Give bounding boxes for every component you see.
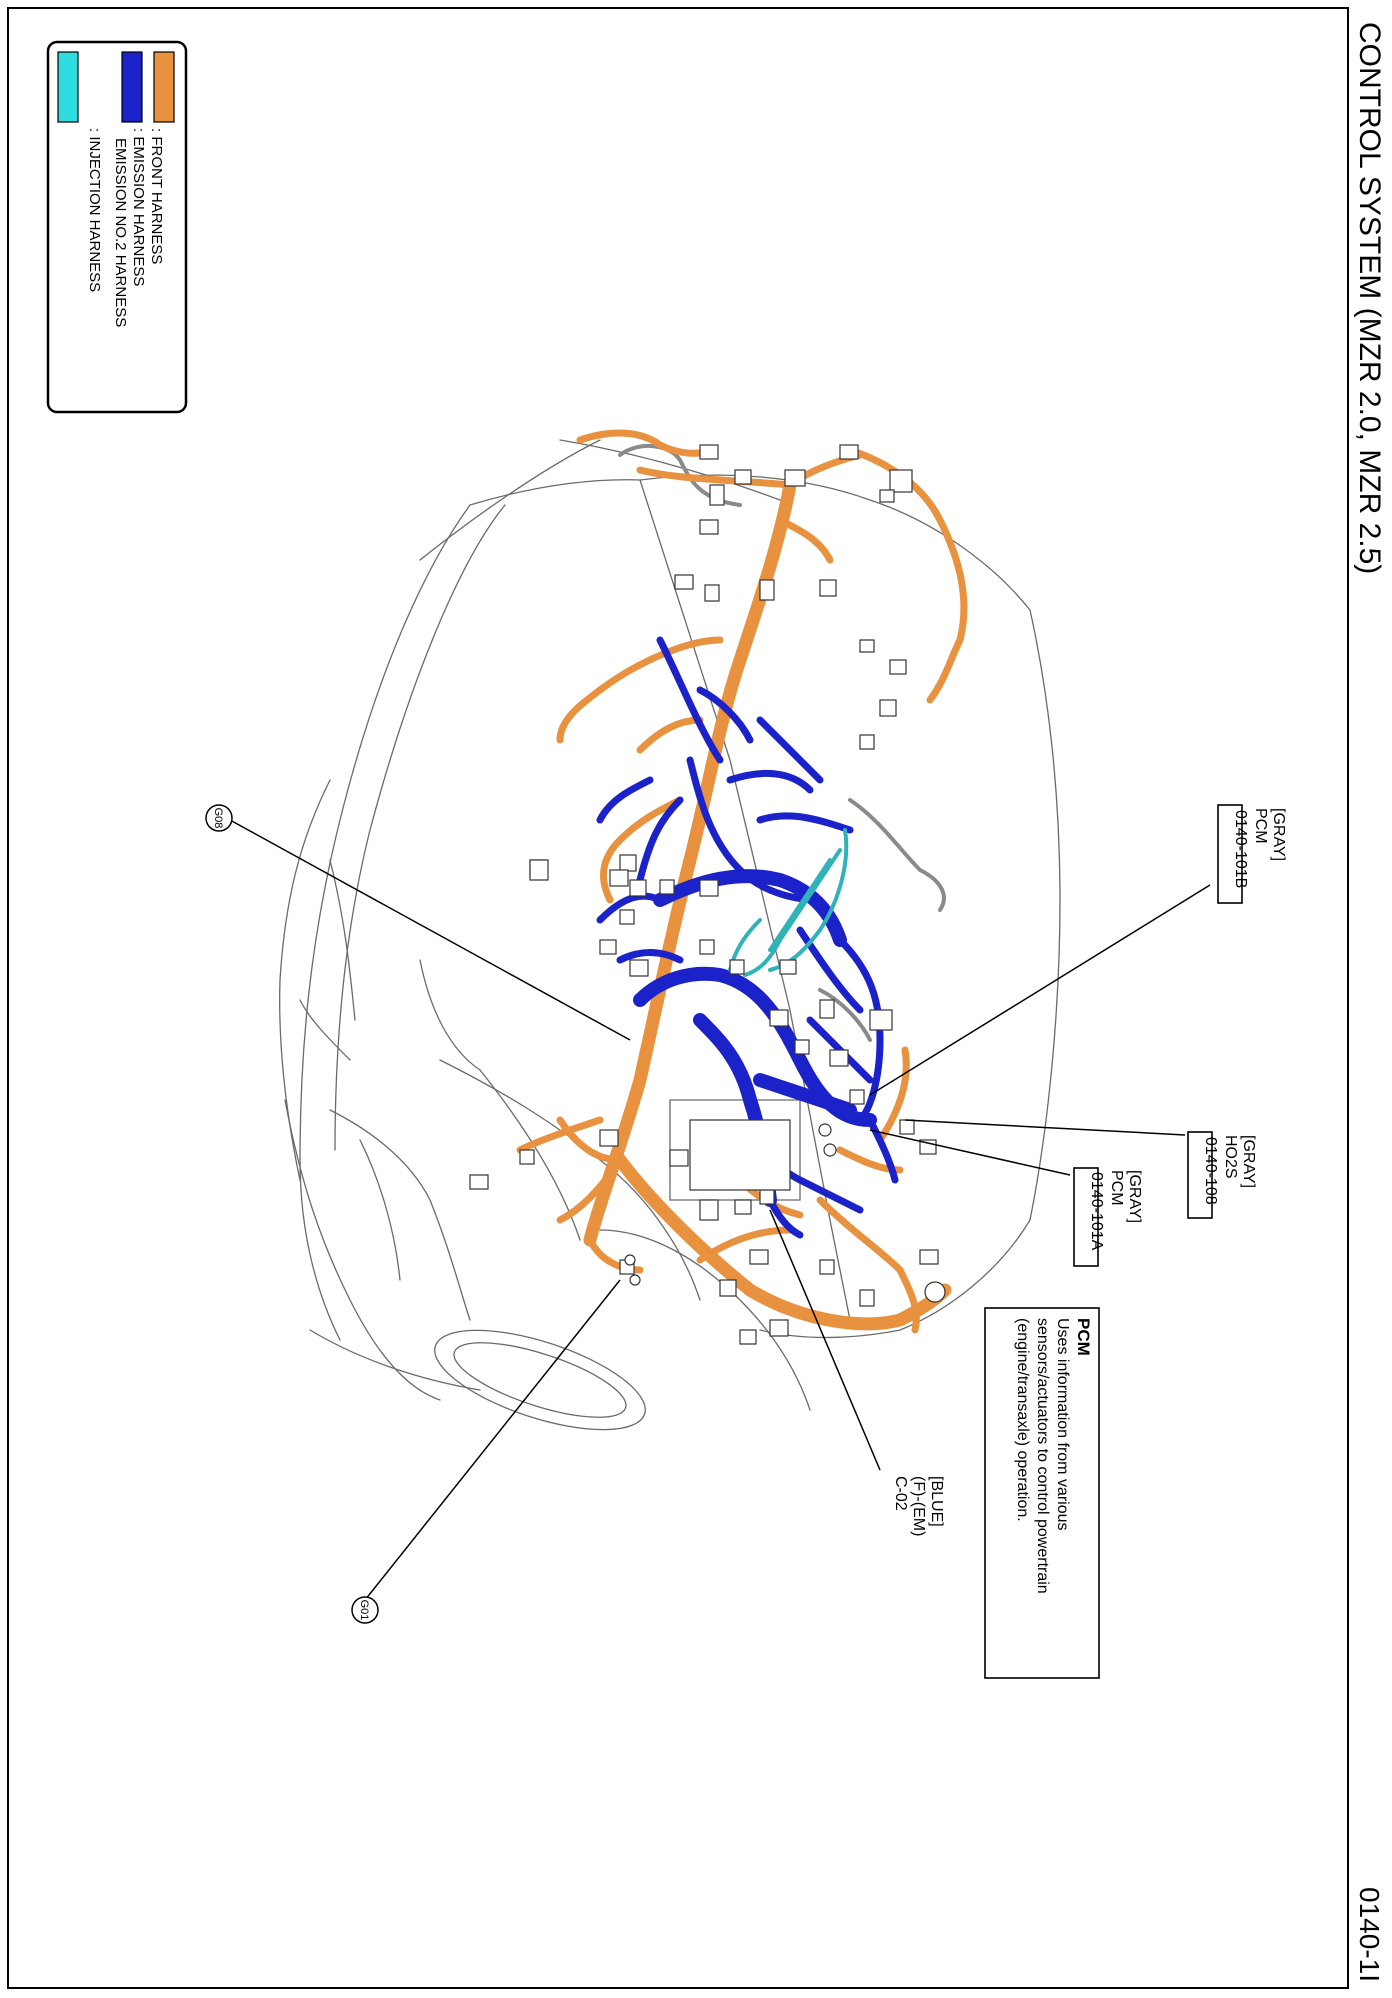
callout-ho2s: [GRAY] HO2S 0140-108 — [1187, 1131, 1257, 1219]
ho2s-color: [GRAY] — [1240, 1135, 1257, 1188]
pcm-b-name: PCM — [1252, 808, 1269, 844]
pcm-a-color: [GRAY] — [1126, 1170, 1143, 1223]
callout-pcm-a: [GRAY] PCM 0140-101A — [1073, 1167, 1143, 1267]
pcm-note-line-2: sensors/actuators to control powertrain — [1034, 1318, 1051, 1594]
legend: : FRONT HARNESS : EMISSION HARNESS EMISS… — [46, 40, 188, 414]
leader-g08 — [229, 819, 631, 1041]
callout-pcm-b: [GRAY] PCM 0140-101B — [1217, 804, 1287, 904]
leader-lines — [229, 819, 1211, 1601]
emission-harness — [596, 636, 899, 1239]
c02-name: (F)-(EM) — [910, 1476, 927, 1536]
callout-g01: G01 — [351, 1596, 379, 1624]
pcm-b-code: 0140-101B — [1232, 810, 1249, 888]
ho2s-name: HO2S — [1222, 1135, 1239, 1179]
page-number: 0140-1I — [1354, 1887, 1385, 1982]
legend-label-emission-no2: EMISSION NO.2 HARNESS — [112, 138, 129, 327]
legend-swatch-injection — [57, 51, 79, 123]
connectors — [469, 444, 946, 1345]
legend-label-emission: : EMISSION HARNESS — [130, 128, 147, 286]
legend-swatch-front — [153, 51, 175, 123]
ho2s-code: 0140-108 — [1202, 1137, 1219, 1205]
c02-color: [BLUE] — [928, 1476, 945, 1527]
leader-pcm-b — [869, 884, 1211, 1096]
callout-c02: [BLUE] (F)-(EM) C-02 — [892, 1476, 945, 1536]
pcm-note: PCM Uses information from various sensor… — [984, 1307, 1100, 1679]
g01-label: G01 — [358, 1600, 370, 1621]
c02-code: C-02 — [892, 1476, 909, 1511]
legend-label-front: : FRONT HARNESS — [148, 128, 165, 264]
pcm-a-name: PCM — [1108, 1170, 1125, 1206]
injection-harness — [728, 828, 849, 977]
pcm-note-title: PCM — [1074, 1318, 1093, 1356]
leader-g01 — [364, 1279, 621, 1601]
pcm-note-line-3: (engine/transaxle) operation. — [1014, 1318, 1031, 1522]
pcm-b-color: [GRAY] — [1270, 808, 1287, 861]
pcm-note-line-1: Uses information from various — [1054, 1318, 1071, 1531]
g08-label: G08 — [212, 808, 224, 829]
leader-c02 — [769, 1209, 881, 1471]
leader-ho2s — [904, 1119, 1186, 1136]
vehicle-outline — [279, 439, 1061, 1431]
leader-pcm-a — [869, 1129, 1071, 1176]
headlight-outline — [434, 1329, 646, 1431]
page-title: CONTROL SYSTEM (MZR 2.0, MZR 2.5) — [1353, 22, 1386, 574]
pcm-a-code: 0140-101A — [1088, 1172, 1105, 1251]
legend-label-injection: : INJECTION HARNESS — [86, 128, 103, 292]
legend-swatch-emission — [121, 51, 143, 123]
callout-g08: G08 — [205, 804, 233, 832]
page-frame — [7, 7, 1349, 1989]
